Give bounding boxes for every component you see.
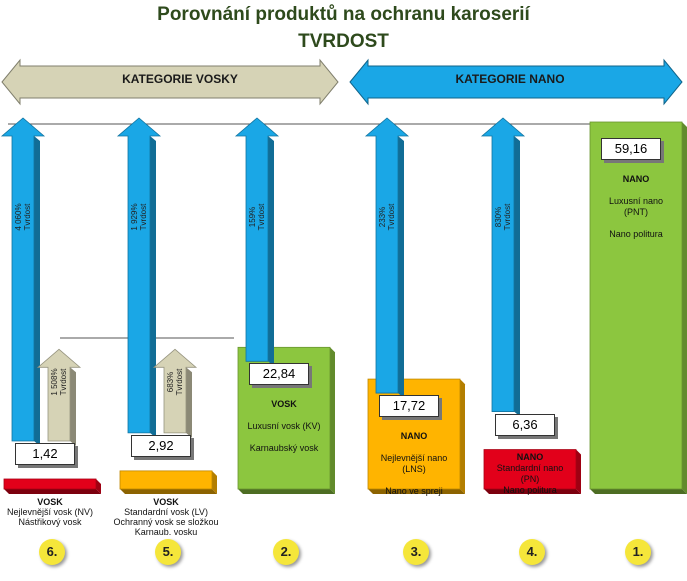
bar-bottom-PN bbox=[484, 489, 581, 494]
chart-title: Porovnání produktů na ochranu karoserií bbox=[157, 4, 530, 25]
diff-arrow-NV-PNT bbox=[0, 117, 46, 442]
diff-arrow-side-PN-PNT bbox=[514, 136, 520, 417]
category-arrow-vosky bbox=[1, 58, 339, 106]
diff-arrow-side-NV-KV bbox=[70, 367, 76, 446]
bar-PN bbox=[483, 449, 577, 490]
bar-side-LV bbox=[212, 470, 217, 494]
bar-side-PN bbox=[576, 449, 581, 494]
bar-bottom-LNS bbox=[368, 489, 465, 494]
diff-arrow-LV-PNT bbox=[116, 117, 162, 434]
diff-label-KV-PNT: 159%Tvrdost bbox=[248, 203, 266, 231]
rank-badge-PNT: 1. bbox=[625, 539, 651, 565]
bar-bottom-NV bbox=[4, 489, 101, 494]
rank-badge-KV: 2. bbox=[273, 539, 299, 565]
bar-bottom-KV bbox=[238, 489, 335, 494]
diff-label-NV-PNT: 4 060%Tvrdost bbox=[14, 203, 32, 231]
diff-arrow-side-LV-PNT bbox=[150, 136, 156, 438]
diff-label-PN-PNT: 830%Tvrdost bbox=[494, 203, 512, 231]
bar-NV bbox=[3, 478, 97, 490]
bar-PNT bbox=[589, 121, 683, 490]
value-label-PNT: 59,16 bbox=[601, 138, 661, 160]
value-label-LV: 2,92 bbox=[131, 434, 191, 457]
diff-arrow-LNS-PNT bbox=[364, 117, 410, 394]
rank-badge-PN: 4. bbox=[519, 539, 545, 565]
diff-label-NV-KV: 1 508%Tvrdost bbox=[50, 368, 68, 396]
value-label-KV: 22,84 bbox=[249, 363, 309, 386]
bar-side-KV bbox=[330, 347, 335, 494]
diff-arrow-LV-KV bbox=[152, 348, 198, 434]
rank-badge-LV: 5. bbox=[155, 539, 181, 565]
bar-side-LNS bbox=[460, 379, 465, 494]
diff-arrow-PN-PNT bbox=[480, 117, 526, 412]
diff-label-LV-PNT: 1 929%Tvrdost bbox=[130, 203, 148, 231]
chart-subtitle: TVRDOST bbox=[298, 31, 389, 52]
category-header-vosky: KATEGORIE VOSKY bbox=[122, 72, 238, 86]
diff-arrow-side-LNS-PNT bbox=[398, 136, 404, 399]
diff-arrow-side-LV-KV bbox=[186, 367, 192, 438]
diff-label-LV-KV: 683%Tvrdost bbox=[166, 368, 184, 396]
diff-arrow-side-KV-PNT bbox=[268, 136, 274, 367]
rank-badge-LNS: 3. bbox=[403, 539, 429, 565]
bar-bottom-LV bbox=[120, 489, 217, 494]
bar-LV bbox=[119, 470, 213, 490]
diff-arrow-side-NV-PNT bbox=[34, 136, 40, 446]
bar-bottom-PNT bbox=[590, 489, 687, 494]
value-label-LNS: 17,72 bbox=[379, 395, 439, 418]
category-arrow-nano bbox=[349, 58, 683, 106]
diff-label-LNS-PNT: 233%Tvrdost bbox=[378, 203, 396, 231]
diff-arrow-NV-KV bbox=[36, 348, 82, 442]
bar-side-PNT bbox=[682, 122, 687, 494]
category-header-nano: KATEGORIE NANO bbox=[455, 72, 565, 86]
value-label-NV: 1,42 bbox=[15, 443, 75, 465]
diff-arrow-KV-PNT bbox=[234, 117, 280, 362]
rank-badge-NV: 6. bbox=[39, 539, 65, 565]
value-label-PN: 6,36 bbox=[495, 413, 555, 436]
